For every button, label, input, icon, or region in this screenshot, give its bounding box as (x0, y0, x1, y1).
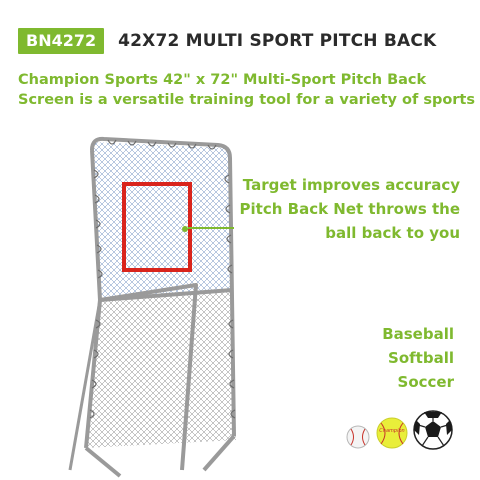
sport-baseball: Baseball (382, 325, 454, 343)
description-line-2: Screen is a versatile training tool for … (18, 92, 475, 108)
softball-icon: Champion (376, 417, 408, 449)
product-description: Champion Sports 42" x 72" Multi-Sport Pi… (18, 70, 475, 110)
feature-line-1: Target improves accuracy (242, 176, 460, 194)
sport-softball: Softball (388, 349, 454, 367)
baseball-icon (346, 425, 370, 449)
feature-callout: Target improves accuracy Pitch Back Net … (240, 173, 460, 245)
description-line-1: Champion Sports 42" x 72" Multi-Sport Pi… (18, 72, 427, 88)
product-title: 42X72 MULTI SPORT PITCH BACK (118, 31, 437, 51)
feature-line-3: ball back to you (325, 224, 460, 242)
feature-line-2: Pitch Back Net throws the (239, 200, 460, 218)
sports-list: Baseball Softball Soccer (382, 322, 454, 394)
product-code-badge: BN4272 (18, 28, 105, 54)
softball-logo: Champion (379, 428, 404, 434)
sport-soccer: Soccer (397, 373, 454, 391)
header: BN4272 42X72 MULTI SPORT PITCH BACK (18, 28, 436, 54)
soccer-ball-icon (413, 410, 453, 450)
feature-pointer-line (188, 227, 234, 229)
